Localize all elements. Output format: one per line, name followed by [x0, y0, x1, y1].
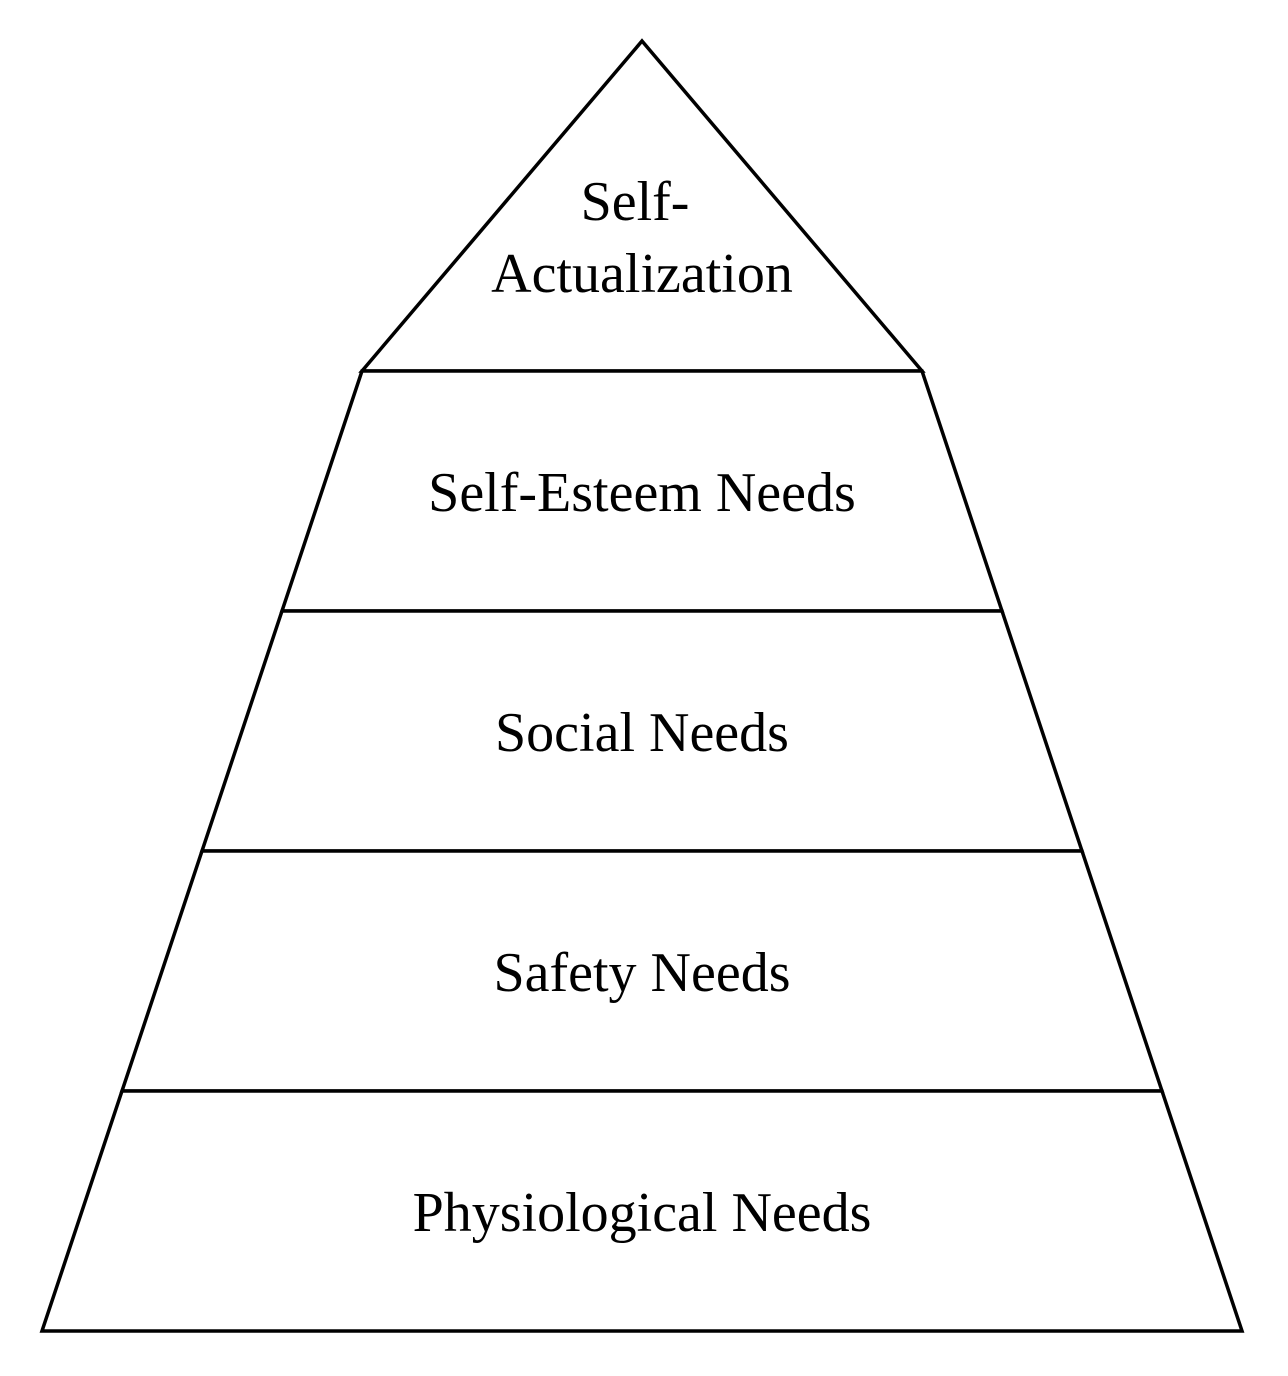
level-label: Safety Needs [493, 942, 790, 1004]
pyramid-level-self-actualization: Self- Actualization [358, 38, 926, 373]
level-label: Social Needs [495, 702, 789, 764]
pyramid-level-self-esteem: Self-Esteem Needs [279, 369, 1005, 613]
pyramid-level-safety: Safety Needs [119, 849, 1165, 1093]
level-shape [39, 1089, 1245, 1333]
level-label-line: Actualization [491, 243, 793, 305]
level-label: Self- Actualization [491, 171, 793, 305]
pyramid-level-physiological: Physiological Needs [39, 1089, 1245, 1333]
level-label: Physiological Needs [413, 1182, 872, 1244]
pyramid-level-social: Social Needs [199, 609, 1085, 853]
level-label-line: Self- [581, 171, 690, 233]
level-label: Self-Esteem Needs [428, 462, 856, 524]
